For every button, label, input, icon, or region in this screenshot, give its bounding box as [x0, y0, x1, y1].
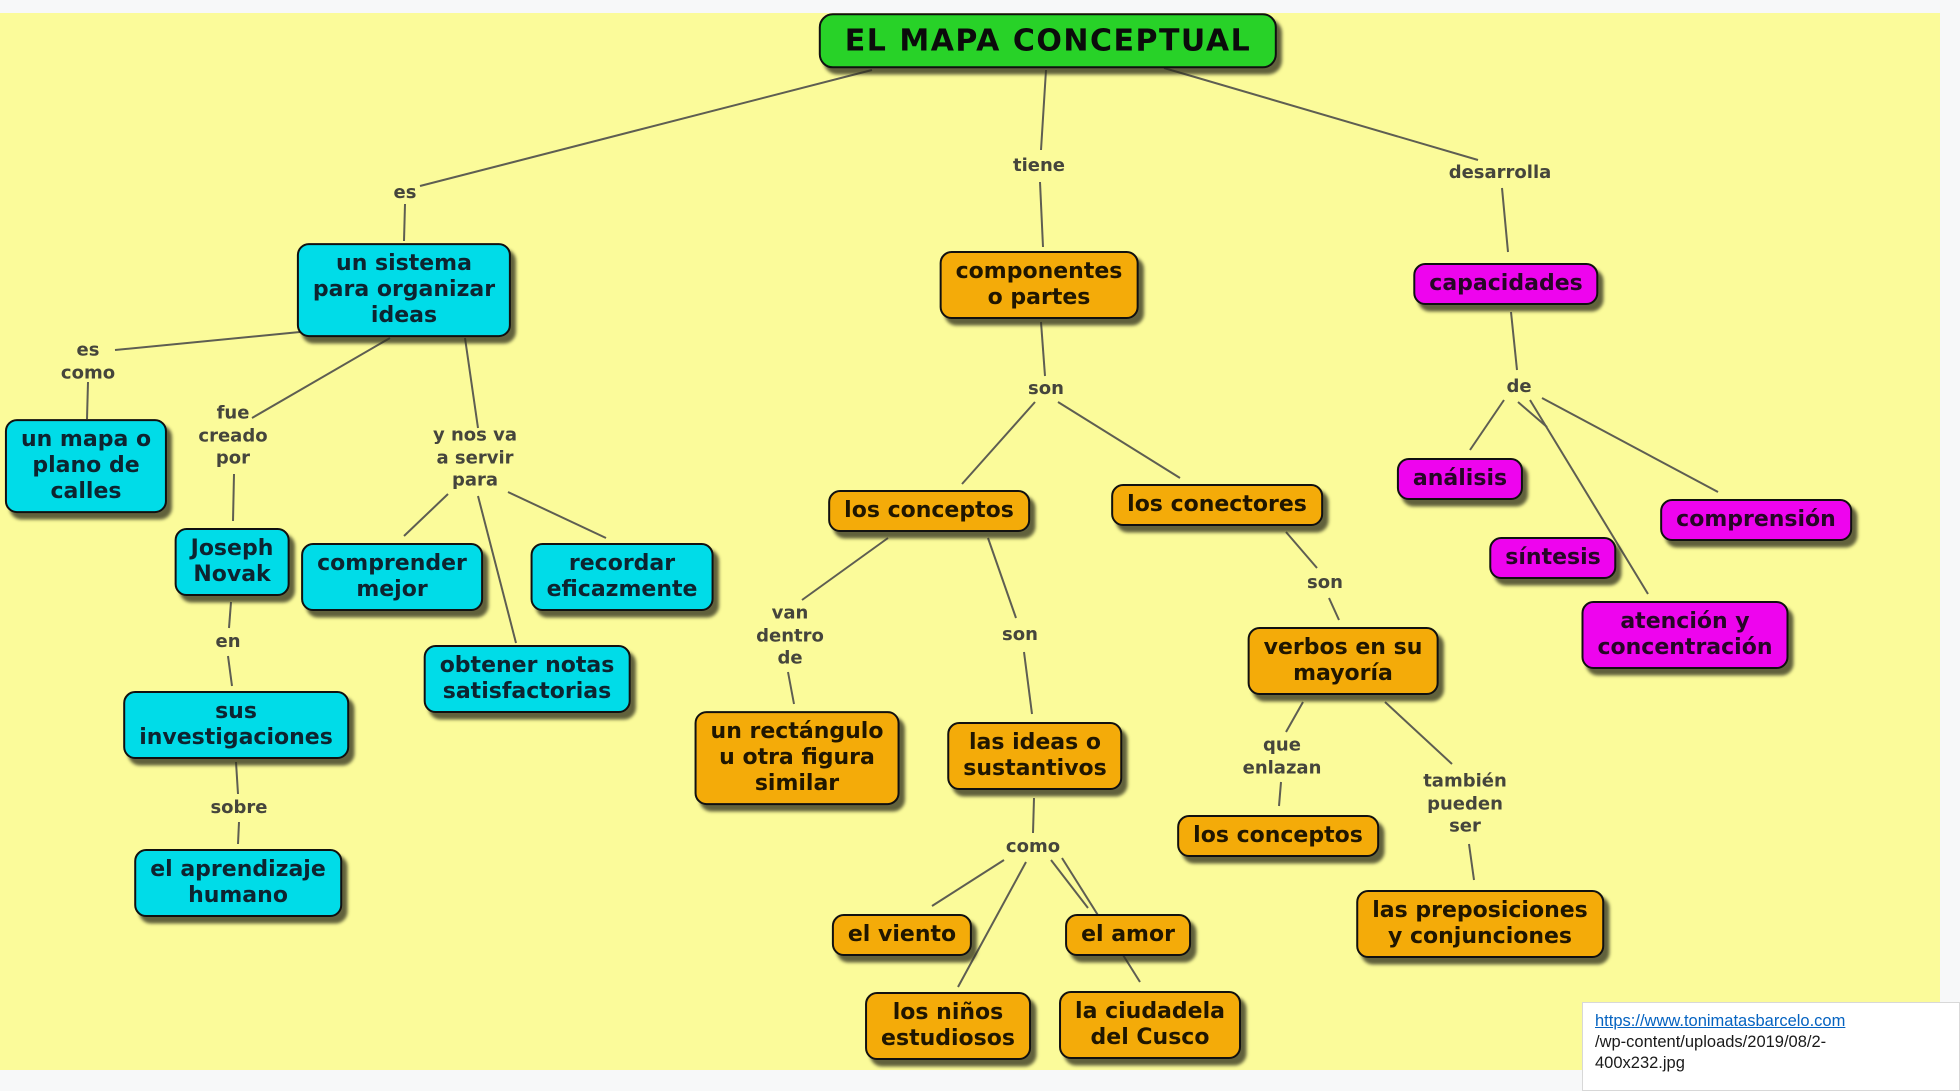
edge-label-en: en — [215, 630, 241, 652]
node-recordar: recordar eficazmente — [530, 543, 714, 611]
node-rectangulo: un rectángulo u otra figura similar — [694, 711, 900, 805]
edge-label-y-nos-va: y nos va a servir para — [432, 424, 518, 491]
edge-label-son-2: son — [1002, 623, 1038, 645]
node-joseph-novak: Joseph Novak — [174, 528, 290, 596]
node-mapa-plano: un mapa o plano de calles — [4, 419, 168, 513]
node-comprender: comprender mejor — [301, 543, 483, 611]
edge-label-que-enlazan: que enlazan — [1242, 734, 1322, 779]
citation-file-line: 400x232.jpg — [1595, 1054, 1685, 1073]
citation-link[interactable]: https://www.tonimatasbarcelo.com — [1595, 1012, 1846, 1030]
node-sintesis: síntesis — [1489, 537, 1617, 579]
node-sistema: un sistema para organizar ideas — [296, 243, 512, 337]
node-amor: el amor — [1065, 914, 1191, 956]
edge-label-son-1: son — [1028, 377, 1064, 399]
node-aprendizaje: el aprendizaje humano — [134, 849, 342, 917]
edge-label-es-como: es como — [60, 339, 116, 384]
node-ideas-sustantivos: las ideas o sustantivos — [947, 722, 1123, 790]
node-comprension: comprensión — [1660, 499, 1852, 541]
node-capacidades: capacidades — [1413, 263, 1599, 305]
edge-label-sobre: sobre — [210, 796, 268, 818]
node-obtener-notas: obtener notas satisfactorias — [423, 645, 631, 713]
edge-label-es: es — [393, 181, 417, 203]
edge-label-son-3: son — [1307, 571, 1343, 593]
node-preposiciones: las preposiciones y conjunciones — [1356, 890, 1604, 958]
node-investigaciones: sus investigaciones — [123, 691, 349, 759]
edge-label-fue-creado-por: fue creado por — [198, 402, 268, 469]
node-conectores: los conectores — [1111, 484, 1323, 526]
node-viento: el viento — [831, 914, 973, 956]
node-conceptos-1: los conceptos — [828, 490, 1030, 532]
edge-label-tiene: tiene — [1012, 154, 1066, 176]
edge-label-desarrolla: desarrolla — [1448, 161, 1552, 183]
node-conceptos-2: los conceptos — [1177, 815, 1379, 857]
edge-label-van-dentro-de: van dentro de — [756, 602, 824, 669]
node-ninos: los niños estudiosos — [865, 992, 1031, 1060]
edge-label-de: de — [1506, 375, 1532, 397]
citation-box: https://www.tonimatasbarcelo.com /wp-con… — [1582, 1002, 1960, 1091]
node-title: EL MAPA CONCEPTUAL — [818, 13, 1278, 69]
node-verbos: verbos en su mayoría — [1247, 627, 1439, 695]
node-atencion: atención y concentración — [1581, 601, 1789, 669]
node-analisis: análisis — [1396, 458, 1524, 500]
node-componentes: componentes o partes — [939, 251, 1139, 319]
citation-path-line: /wp-content/uploads/2019/08/2- — [1595, 1033, 1827, 1052]
node-ciudadela: la ciudadela del Cusco — [1059, 991, 1241, 1059]
edge-label-como: como — [1005, 835, 1061, 857]
edge-label-tambien-pueden-ser: también pueden ser — [1423, 770, 1507, 837]
